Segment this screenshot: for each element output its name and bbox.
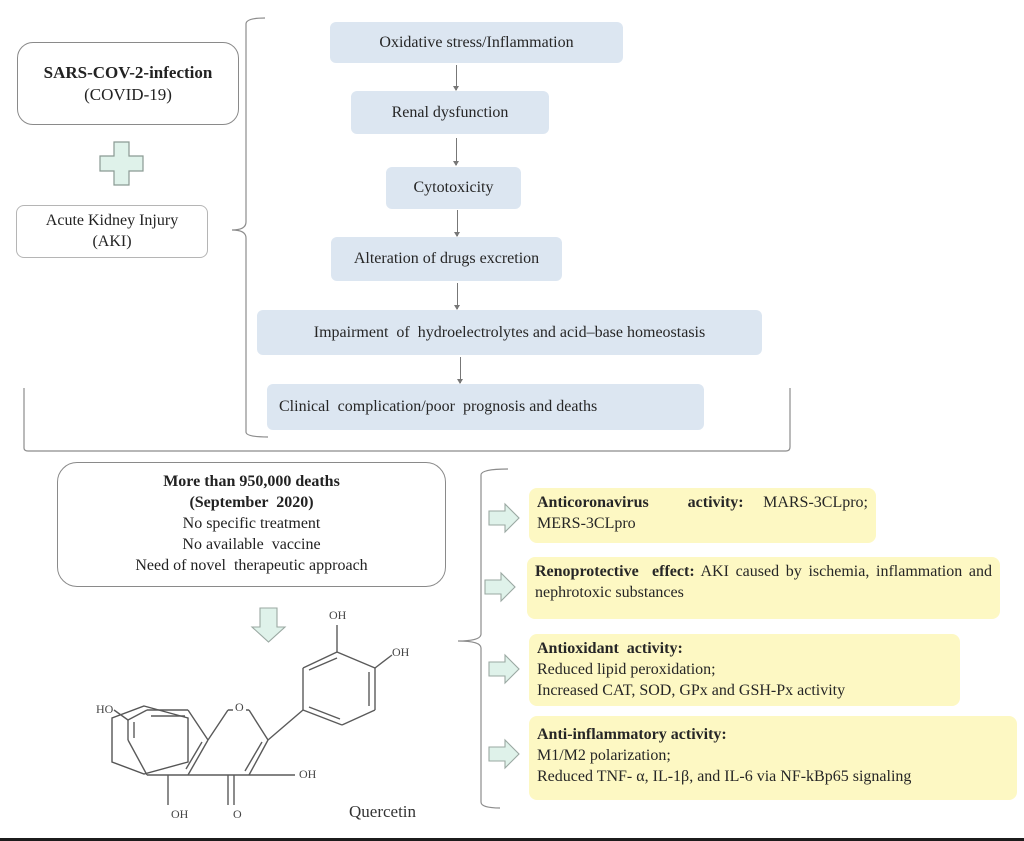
flow-arrow-icon <box>453 138 459 166</box>
covid-infection-box: SARS-COV-2-infection (COVID-19) <box>17 42 239 125</box>
right-arrow-icon <box>488 738 520 770</box>
aki-title: Acute Kidney Injury <box>45 212 179 229</box>
covid-title: SARS-COV-2-infection <box>43 63 213 82</box>
effect-antioxidant-line-2: Increased CAT, SOD, GPx and GSH-Px activ… <box>537 682 846 699</box>
effect-anti-inflammatory-title: Anti-inflammatory activity: <box>537 726 727 743</box>
flow-step-cytotoxicity: Cytotoxicity <box>386 167 521 209</box>
molecule-label-o-ring: O <box>233 700 246 715</box>
molecule-label-oh-top: OH <box>329 608 347 622</box>
effect-anti-inflammatory-line-1: M1/M2 polarization; <box>537 747 671 764</box>
deaths-count: More than 950,000 deaths <box>163 473 340 490</box>
aki-subtitle: (AKI) <box>92 233 132 250</box>
molecule-label-oh-right: OH <box>392 645 410 659</box>
flow-step-hydroelectrolytes: Impairment of hydroelectrolytes and acid… <box>257 310 762 355</box>
molecule-label-o-carbonyl: O <box>233 807 242 821</box>
flow-step-oxidative-stress: Oxidative stress/Inflammation <box>330 22 623 63</box>
flow-arrow-icon <box>453 65 459 91</box>
flow-step-drug-excretion: Alteration of drugs excretion <box>331 237 562 281</box>
effect-antioxidant-line-1: Reduced lipid peroxidation; <box>537 661 716 678</box>
right-arrow-icon <box>484 571 516 603</box>
novel-approach-text: Need of novel therapeutic approach <box>135 557 368 574</box>
effect-anticoronavirus: Anticoronavirus activity: MARS-3CLpro; M… <box>529 488 876 543</box>
effect-anticoronavirus-text: MARS-3CLpro; MERS-3CLpro <box>537 494 868 532</box>
molecule-label-oh-bottom: OH <box>171 807 189 821</box>
flow-step-renal-dysfunction: Renal dysfunction <box>351 91 549 134</box>
molecule-name: Quercetin <box>349 802 417 821</box>
effect-renoprotective-title: Renoprotective effect: <box>535 563 695 580</box>
effect-antioxidant: Antioxidant activity: Reduced lipid pero… <box>529 634 960 706</box>
effect-renoprotective-text: AKI caused by ischemia, inflammation and… <box>535 563 992 601</box>
deaths-info-box: More than 950,000 deaths (September 2020… <box>57 462 446 587</box>
right-arrow-icon <box>488 653 520 685</box>
flow-arrow-icon <box>454 283 460 310</box>
no-vaccine-text: No available vaccine <box>182 536 321 553</box>
flow-arrow-icon <box>454 210 460 237</box>
deaths-date: (September 2020) <box>189 494 314 511</box>
aki-box: Acute Kidney Injury (AKI) <box>16 205 208 258</box>
quercetin-structure <box>111 705 189 775</box>
plus-icon <box>99 141 144 186</box>
no-treatment-text: No specific treatment <box>182 515 321 532</box>
effect-anti-inflammatory-line-2: Reduced TNF- α, IL-1β, and IL-6 via NF-k… <box>537 768 912 785</box>
effect-anti-inflammatory: Anti-inflammatory activity: M1/M2 polari… <box>529 716 1017 800</box>
effect-renoprotective: Renoprotective effect: AKI caused by isc… <box>527 557 1000 619</box>
flow-step-clinical-complication: Clinical complication/poor prognosis and… <box>267 384 704 430</box>
right-arrow-icon <box>488 502 520 534</box>
down-arrow-icon <box>250 607 287 643</box>
molecule-label-oh-mid: OH <box>299 767 317 781</box>
effect-anticoronavirus-title: Anticoronavirus activity: <box>537 494 744 511</box>
flow-arrow-icon <box>457 357 463 384</box>
covid-subtitle: (COVID-19) <box>84 85 172 104</box>
effect-antioxidant-title: Antioxidant activity: <box>537 640 683 657</box>
molecule-label-ho-left: HO <box>96 702 114 716</box>
